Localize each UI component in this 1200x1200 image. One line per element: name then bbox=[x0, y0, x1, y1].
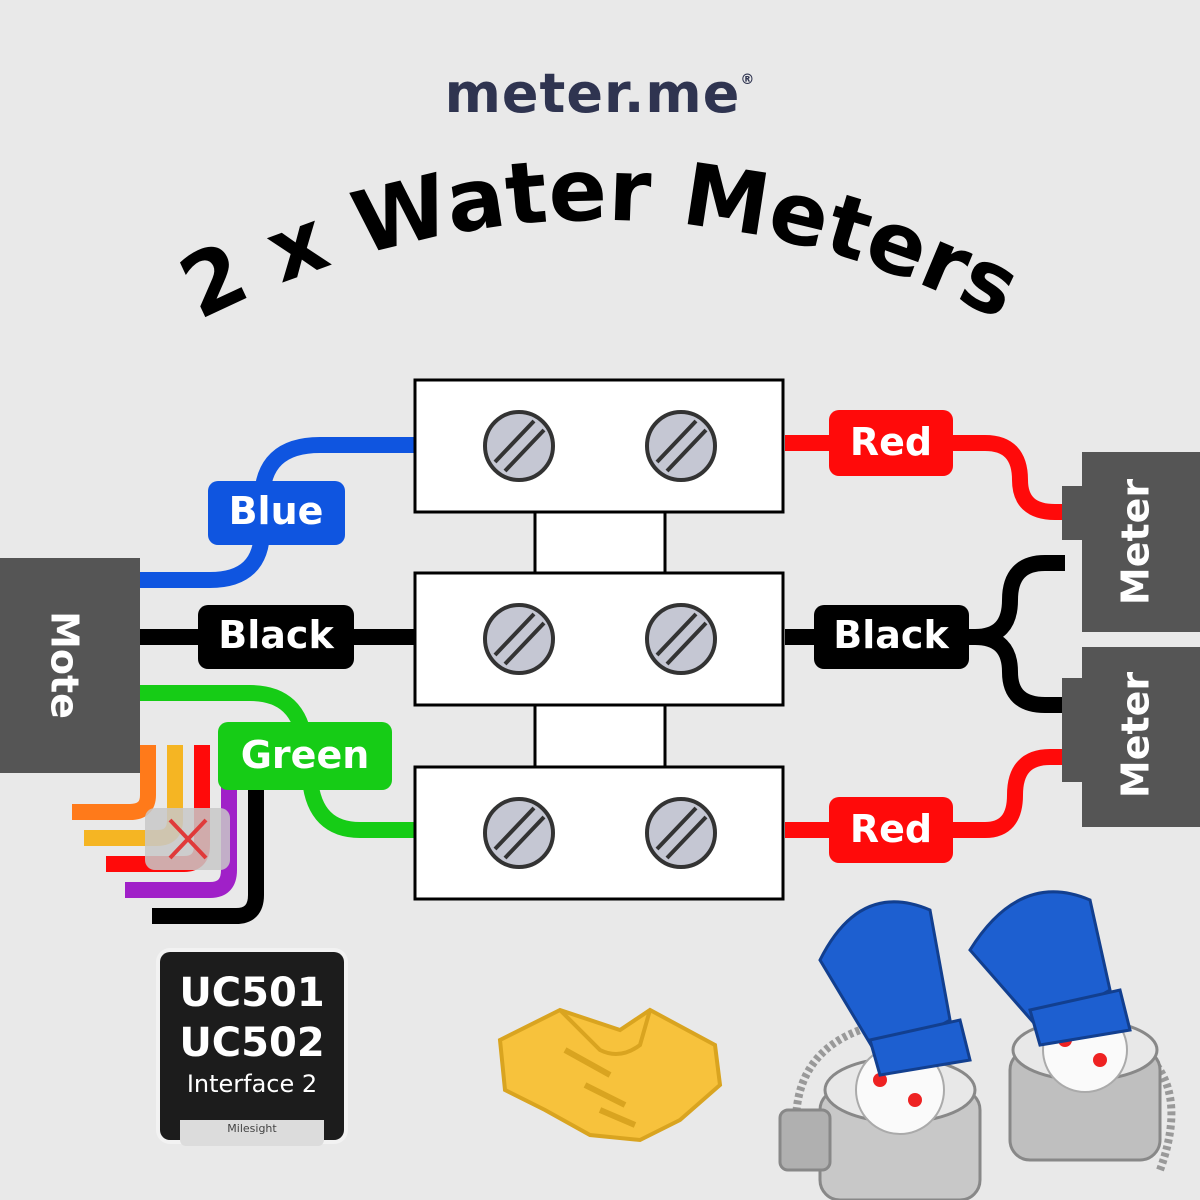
red-label-top: Red bbox=[850, 420, 932, 464]
meter-box-top: Meter bbox=[1062, 452, 1200, 632]
meter-me-logo: meter.me® bbox=[0, 62, 1200, 125]
meter-label-top: Meter bbox=[1114, 479, 1158, 606]
red-label-top-pill: Red bbox=[829, 410, 953, 476]
red-label-bottom-pill: Red bbox=[829, 797, 953, 863]
screw-icon bbox=[645, 410, 717, 482]
black-label-left-pill: Black bbox=[198, 605, 354, 669]
red-label-bottom: Red bbox=[850, 807, 932, 851]
unused-orange-wire bbox=[72, 745, 156, 820]
blue-label-pill: Blue bbox=[208, 481, 345, 545]
green-label-pill: Green bbox=[218, 722, 392, 790]
black-wire-branch-top bbox=[974, 555, 1065, 645]
screw-icon bbox=[645, 603, 717, 675]
meter-label-bottom: Meter bbox=[1114, 672, 1158, 799]
terminal-block-bottom bbox=[413, 765, 785, 901]
terminal-block-top bbox=[413, 378, 785, 514]
mote-box: Mote bbox=[0, 558, 140, 773]
unused-black-wire bbox=[152, 745, 264, 924]
screw-icon bbox=[483, 603, 555, 675]
logo-text: meter.me bbox=[444, 62, 741, 125]
green-label: Green bbox=[241, 733, 370, 777]
screw-icon bbox=[645, 797, 717, 869]
screw-icon bbox=[483, 797, 555, 869]
device-model-uc502: UC502 bbox=[179, 1020, 325, 1066]
blue-label: Blue bbox=[229, 489, 324, 533]
terminal-block-middle bbox=[413, 571, 785, 707]
registered-mark: ® bbox=[740, 72, 756, 88]
device-brand: Milesight bbox=[180, 1120, 324, 1146]
black-label-left: Black bbox=[218, 613, 334, 657]
mote-label: Mote bbox=[43, 611, 87, 719]
handshake-icon bbox=[497, 1007, 723, 1143]
device-interface: Interface 2 bbox=[186, 1070, 318, 1098]
unused-purple-wire bbox=[125, 745, 237, 898]
black-wire-branch-bottom bbox=[974, 629, 1065, 713]
black-label-right-pill: Black bbox=[814, 605, 969, 669]
red-wire-top bbox=[785, 435, 1065, 520]
bridge-upper bbox=[533, 508, 667, 582]
bridge-lower bbox=[533, 701, 667, 775]
meter-box-bottom: Meter bbox=[1062, 647, 1200, 827]
water-meter-icon bbox=[778, 890, 1176, 1200]
black-label-right: Black bbox=[833, 613, 949, 657]
red-wire-bottom bbox=[785, 749, 1065, 838]
page-title: 2 x Water Meters bbox=[166, 141, 1035, 340]
screw-icon bbox=[483, 410, 555, 482]
uc50x-device: UC501 UC502 Interface 2 Milesight bbox=[160, 952, 344, 1146]
cross-icon bbox=[145, 808, 230, 870]
device-model-uc501: UC501 bbox=[179, 970, 325, 1016]
